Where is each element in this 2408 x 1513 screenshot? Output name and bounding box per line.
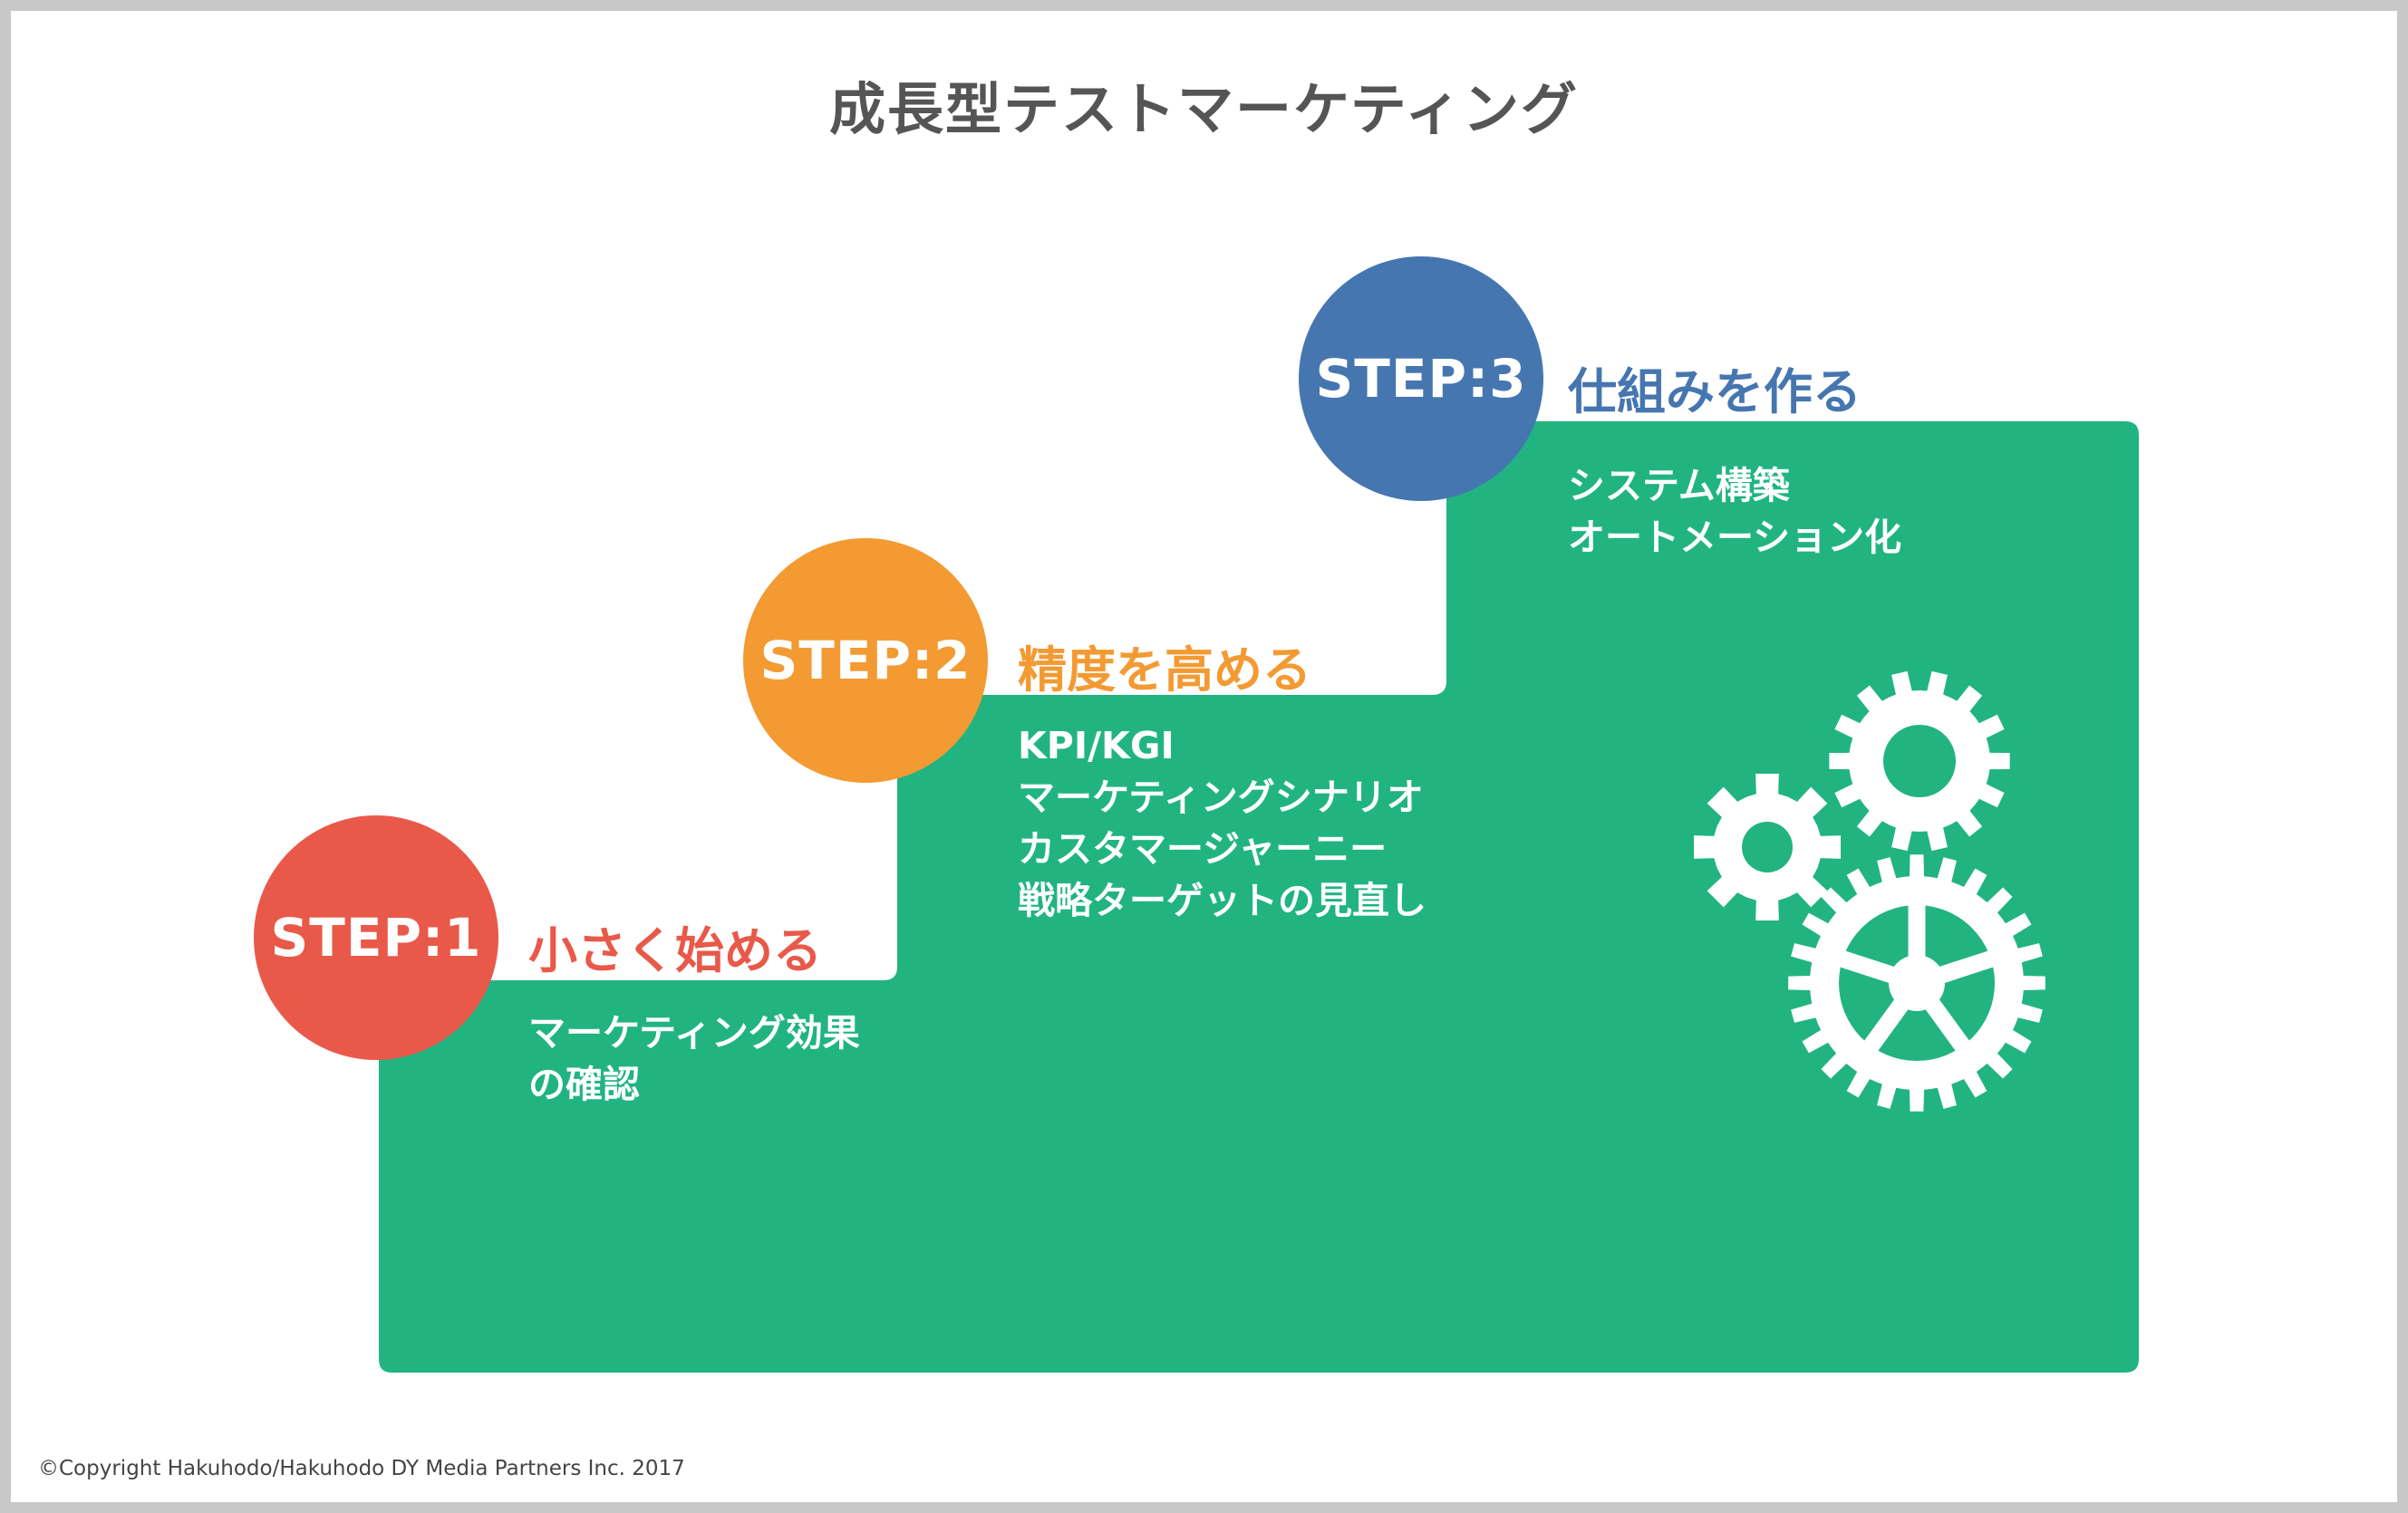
step2-line: マーケティングシナリオ [1018,776,1424,819]
gear-spoke [1910,978,1971,1053]
step1-title: 小さく始める [528,922,822,979]
step1-badge: STEP:1 [254,815,498,1060]
large-gear-icon [1788,854,2045,1112]
step3-line: システム構築 [1568,464,1790,507]
step2-line: カスタマージャーニー [1018,827,1388,871]
step2-title: 精度を高める [1018,641,1311,699]
step1-badge-label: STEP:1 [270,907,482,969]
gears-icon [1694,670,2045,1112]
small-gear-icon [1694,774,1841,920]
gear-spoke [1914,949,1996,991]
gear-hole [1742,822,1793,872]
step3-title: 仕組みを作る [1568,363,1862,420]
step3-line: オートメーション化 [1568,516,1902,559]
staircase-shape [379,421,2139,1373]
step2-description: KPI/KGI マーケティングシナリオ カスタマージャーニー 戦略ターゲットの見… [1018,720,1426,927]
step3-description: システム構築 オートメーション化 [1568,460,1901,564]
step3-badge-label: STEP:3 [1315,348,1527,410]
gear-spoke [1838,949,1920,991]
step2-badge: STEP:2 [743,538,988,783]
copyright-text: ©Copyright Hakuhodo/Hakuhodo DY Media Pa… [38,1457,685,1480]
gear-hole [1883,725,1956,797]
step2-badge-label: STEP:2 [759,630,972,691]
medium-gear-icon [1829,670,2010,852]
step2-line: 戦略ターゲットの見直し [1018,879,1426,922]
step1-line: の確認 [528,1063,640,1106]
step3-badge: STEP:3 [1299,256,1543,501]
gear-spoke [1862,978,1924,1053]
step1-description: マーケティング効果 の確認 [528,1007,860,1111]
page-title: 成長型テストマーケティング [828,76,1580,142]
step1-line: マーケティング効果 [528,1011,860,1055]
step2-line: KPI/KGI [1018,724,1175,767]
